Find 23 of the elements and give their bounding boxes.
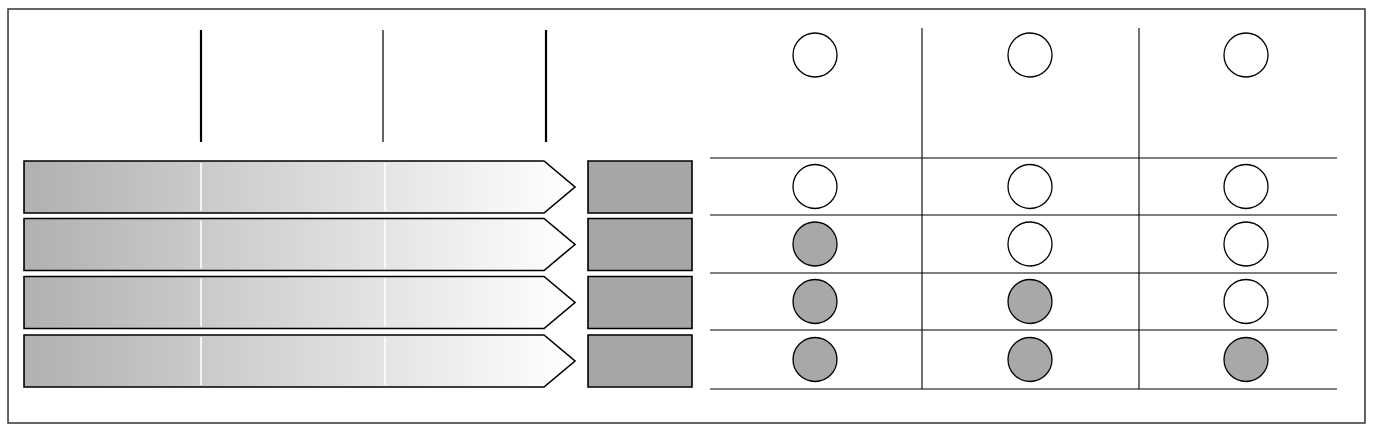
circle-marker	[1223, 32, 1269, 78]
circle-marker	[1007, 278, 1053, 325]
circle-marker	[792, 278, 838, 325]
circle-marker	[792, 336, 838, 383]
circle-marker	[792, 163, 838, 210]
block	[587, 275, 693, 330]
circle-marker	[1223, 336, 1269, 383]
block	[587, 160, 693, 214]
circle-marker	[1223, 163, 1269, 210]
circle-marker	[1007, 336, 1053, 383]
block	[587, 334, 693, 388]
block	[587, 217, 693, 272]
chevron-bar	[23, 160, 577, 214]
circle-marker	[1007, 221, 1053, 267]
circle-marker	[1223, 221, 1269, 267]
chevron-bar	[23, 275, 577, 330]
circle-marker	[1007, 163, 1053, 210]
chevron-bar	[23, 217, 577, 272]
circle-marker	[1007, 32, 1053, 78]
chevron-bar	[23, 334, 577, 388]
circle-marker	[792, 221, 838, 267]
circle-marker	[1223, 278, 1269, 325]
circle-marker	[792, 32, 838, 78]
